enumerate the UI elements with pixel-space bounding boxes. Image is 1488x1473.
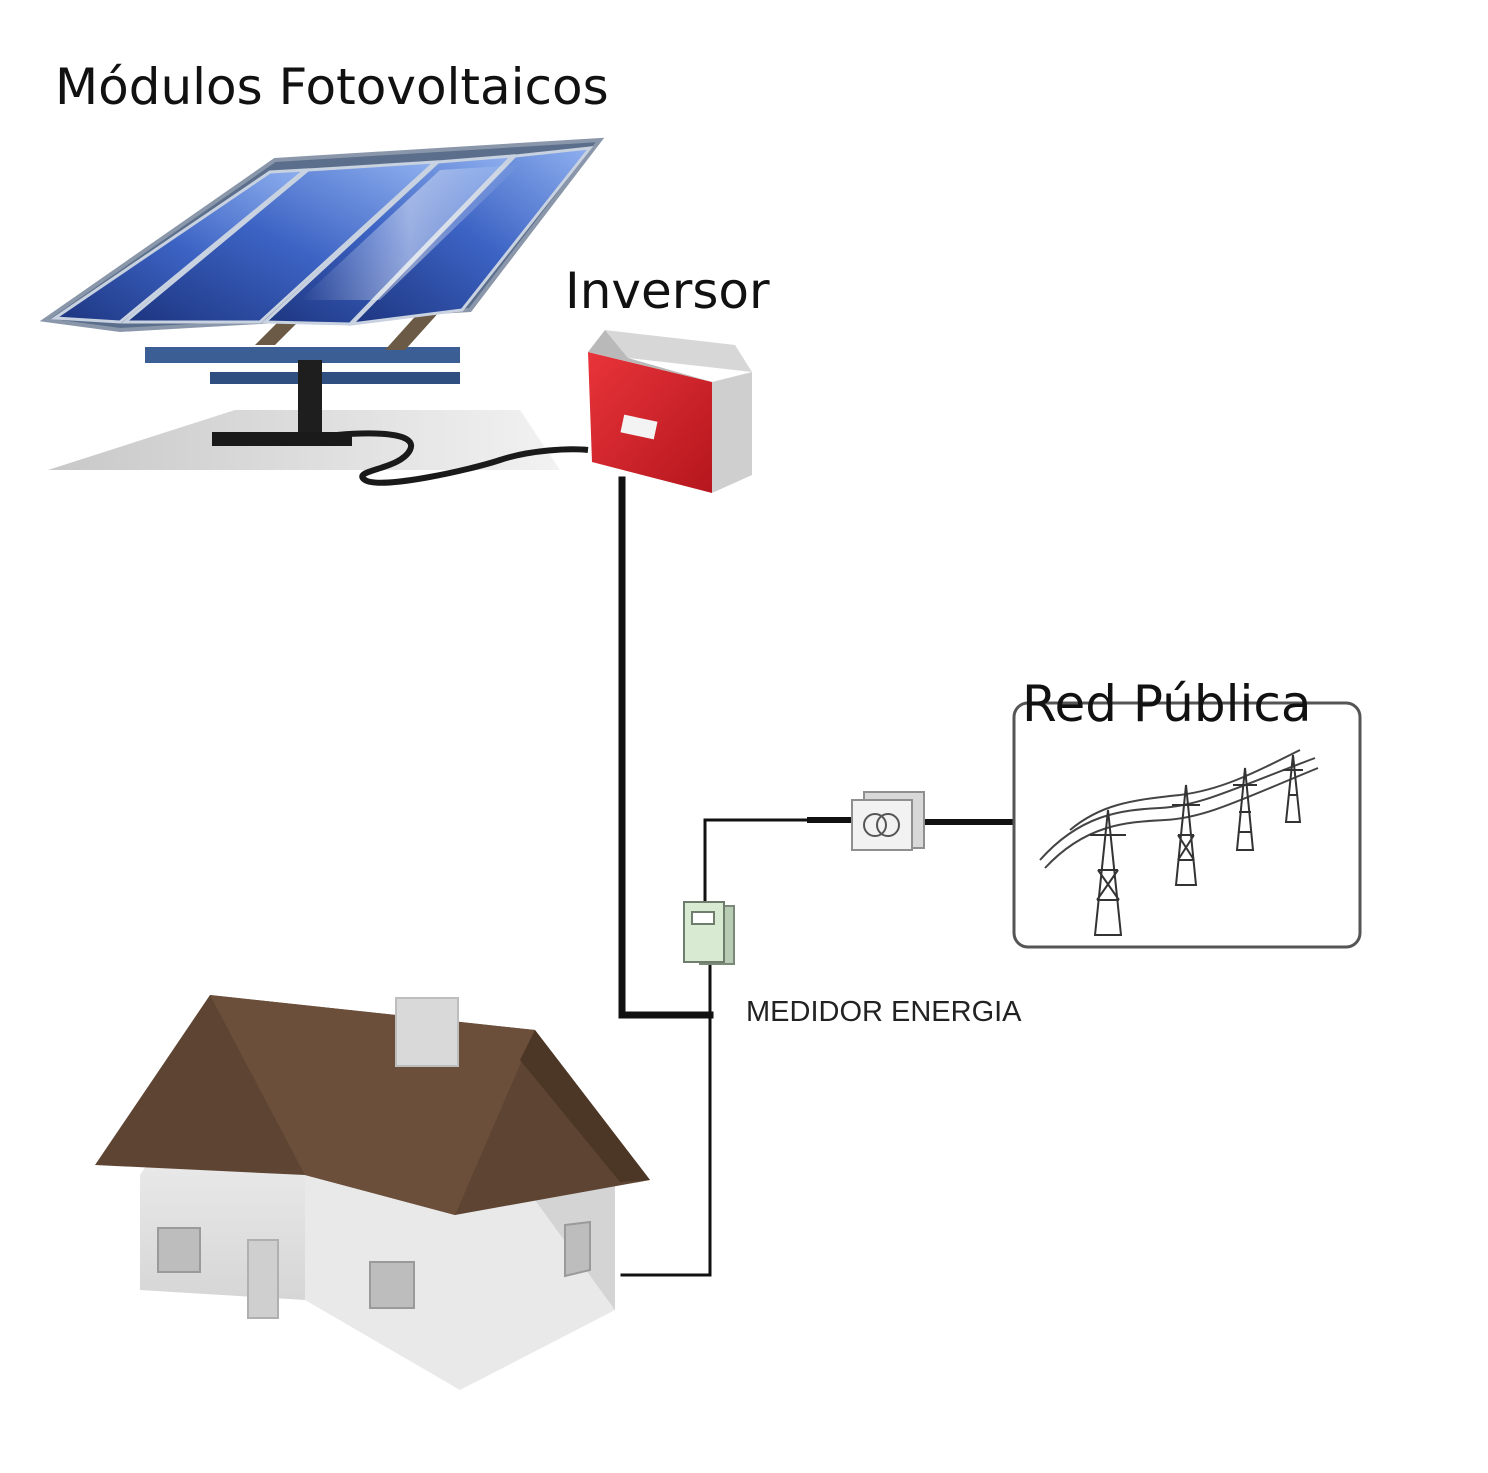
label-photovoltaic-modules: Módulos Fotovoltaicos <box>55 58 609 116</box>
house-to-meter-wire <box>620 958 712 1277</box>
transmission-tower-1 <box>1090 809 1126 936</box>
solar-panel-array <box>39 137 605 486</box>
house-window-1 <box>157 1227 201 1273</box>
label-public-grid: Red Pública <box>1022 675 1312 733</box>
panel-module-2 <box>120 160 440 324</box>
power-lines <box>1039 749 1319 869</box>
panel-cable <box>299 430 589 486</box>
label-energy-meter: MEDIDOR ENERGIA <box>746 996 1022 1028</box>
inverter-to-meter-wire <box>618 476 714 1019</box>
transmission-tower-3 <box>1233 767 1257 851</box>
public-grid-box <box>1012 701 1362 949</box>
transmission-tower-4 <box>1283 754 1303 823</box>
panel-module-1 <box>50 168 310 324</box>
transformer-icon <box>851 791 925 851</box>
meter-to-grid-wire <box>703 818 854 907</box>
house-door <box>247 1239 279 1319</box>
house-window-3 <box>564 1220 591 1278</box>
house-window-2 <box>369 1261 415 1309</box>
panel-shine <box>300 165 520 300</box>
energy-meter-icon <box>683 901 735 965</box>
transmission-tower-2 <box>1172 784 1200 886</box>
wiring <box>618 476 1015 1277</box>
inverter-icon <box>588 330 752 493</box>
label-inverter: Inversor <box>565 262 770 320</box>
house-chimney <box>395 997 459 1067</box>
house-icon <box>95 995 650 1390</box>
